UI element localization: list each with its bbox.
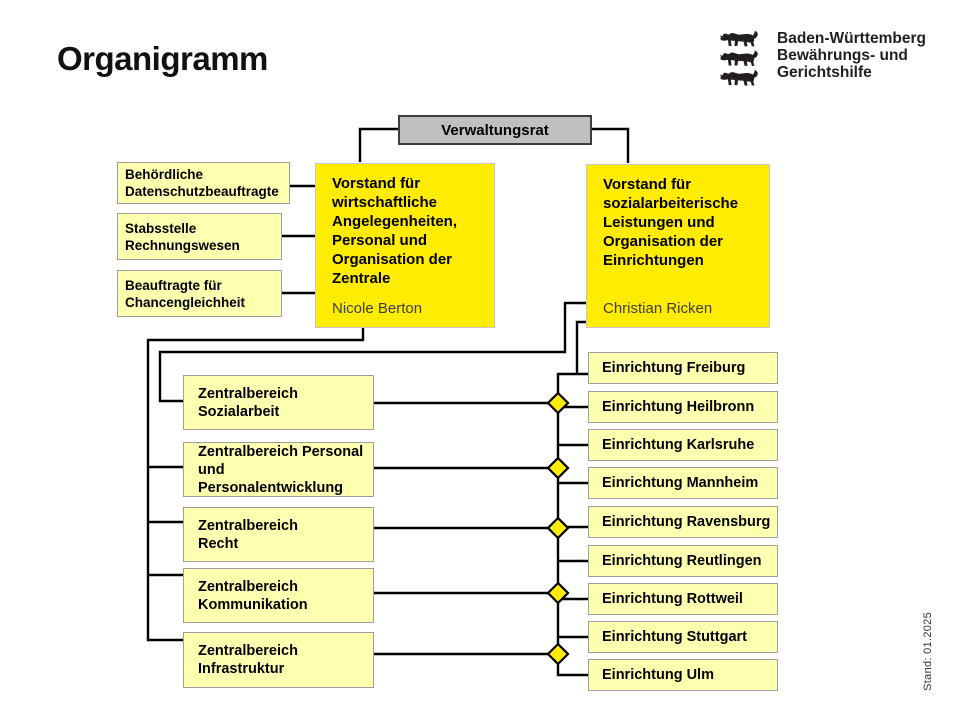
zentralbereich-label: Zentralbereich Personal und Personalentw… (198, 443, 364, 496)
organization-name: Baden-Württemberg Bewährungs- und Gerich… (777, 30, 926, 81)
organization-name-line: Baden-Württemberg (777, 30, 926, 47)
junction-diamond-icon (546, 642, 570, 666)
einrichtung-heilbronn-box: Einrichtung Heilbronn (588, 391, 778, 423)
junction-diamonds (546, 391, 570, 666)
junction-diamond-icon (546, 581, 570, 605)
vorstand-wirtschaft-title: Vorstand für wirtschaftliche Angelegenhe… (332, 175, 458, 287)
junction-diamond-icon (546, 456, 570, 480)
einrichtung-freiburg-box: Einrichtung Freiburg (588, 352, 778, 384)
zentralbereich-label: Zentralbereich Kommunikation (198, 578, 308, 613)
zentralbereich-sozialarbeit-box: Zentralbereich Sozialarbeit (183, 375, 374, 430)
vorstand-sozial-box: Vorstand für sozialarbeiterische Leistun… (586, 164, 770, 328)
einrichtung-label: Einrichtung Rottweil (602, 591, 743, 607)
vorstand-wirtschaft-box: Vorstand für wirtschaftliche Angelegenhe… (315, 163, 495, 328)
zentralbereich-label: Zentralbereich Recht (198, 517, 298, 552)
junction-diamond-icon (546, 516, 570, 540)
einrichtung-label: Einrichtung Freiburg (602, 360, 746, 376)
staff-box-chancengleichheit: Beauftragte für Chancengleichheit (117, 270, 282, 317)
stand-date-note: Stand: 01.2025 (922, 612, 934, 691)
verwaltungsrat-box: Verwaltungsrat (398, 115, 592, 145)
vorstand-sozial-title: Vorstand für sozialarbeiterische Leistun… (603, 176, 739, 269)
junction-diamond-icon (546, 391, 570, 415)
verwaltungsrat-label: Verwaltungsrat (441, 121, 549, 139)
zentralbereich-kommunikation-box: Zentralbereich Kommunikation (183, 568, 374, 623)
right-bus-lines (374, 320, 588, 677)
einrichtung-karlsruhe-box: Einrichtung Karlsruhe (588, 429, 778, 461)
zentralbereich-personal-box: Zentralbereich Personal und Personalentw… (183, 442, 374, 497)
einrichtung-rottweil-box: Einrichtung Rottweil (588, 583, 778, 615)
organization-logo: Baden-Württemberg Bewährungs- und Gerich… (719, 30, 926, 88)
zentralbereich-label: Zentralbereich Infrastruktur (198, 643, 298, 677)
board-to-vorstand-lines (358, 127, 630, 163)
einrichtung-label: Einrichtung Ulm (602, 667, 714, 683)
einrichtung-label: Einrichtung Stuttgart (602, 629, 747, 645)
einrichtung-label: Einrichtung Mannheim (602, 475, 759, 491)
einrichtung-reutlingen-box: Einrichtung Reutlingen (588, 545, 778, 577)
einrichtung-ravensburg-box: Einrichtung Ravensburg (588, 506, 778, 538)
einrichtung-stuttgart-box: Einrichtung Stuttgart (588, 621, 778, 653)
staff-connector-lines (282, 184, 316, 295)
staff-box-datenschutz: Behördliche Datenschutzbeauftragte (117, 162, 290, 204)
einrichtung-ulm-box: Einrichtung Ulm (588, 659, 778, 691)
left-bus-lines (146, 301, 586, 642)
staff-box-label: Beauftragte für Chancengleichheit (125, 277, 246, 310)
einrichtung-mannheim-box: Einrichtung Mannheim (588, 467, 778, 499)
page-title: Organigramm (57, 40, 268, 77)
einrichtung-label: Einrichtung Heilbronn (602, 399, 755, 415)
staff-box-rechnungswesen: Stabsstelle Rechnungswesen (117, 213, 282, 260)
organization-name-line: Bewährungs- und (777, 47, 908, 64)
einrichtung-label: Einrichtung Reutlingen (602, 553, 762, 569)
zentralbereich-recht-box: Zentralbereich Recht (183, 507, 374, 562)
staff-box-label: Stabsstelle Rechnungswesen (125, 220, 240, 253)
einrichtung-label: Einrichtung Karlsruhe (602, 437, 755, 453)
zentralbereich-label: Zentralbereich Sozialarbeit (198, 385, 298, 420)
organization-name-line: Gerichtshilfe (777, 64, 872, 81)
vorstand-sozial-name: Christian Ricken (603, 300, 713, 317)
zentralbereich-infrastruktur-box: Zentralbereich Infrastruktur (183, 632, 374, 688)
einrichtung-label: Einrichtung Ravensburg (602, 514, 771, 530)
staff-box-label: Behördliche Datenschutzbeauftragte (125, 167, 279, 199)
vorstand-wirtschaft-name: Nicole Berton (332, 300, 423, 317)
